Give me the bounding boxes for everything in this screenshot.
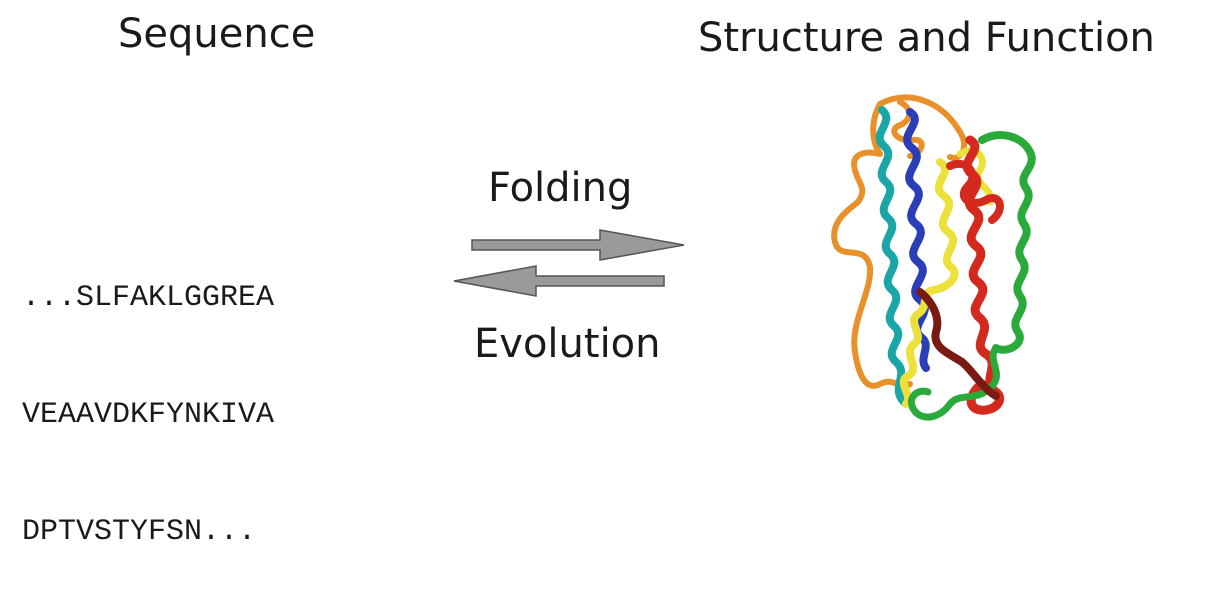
- sequence-text-block: ...SLFAKLGGREA VEAAVDKFYNKIVA DPTVSTYFSN…: [22, 201, 274, 591]
- folding-label: Folding: [488, 165, 633, 211]
- folding-evolution-arrows: [453, 229, 685, 297]
- forward-arrow-icon: [471, 229, 685, 261]
- protein-red-upper: [946, 160, 1004, 224]
- sequence-line-3: DPTVSTYFSN...: [22, 515, 257, 549]
- protein-green-helix: [978, 131, 1036, 354]
- protein-structure-image: [831, 94, 1036, 421]
- sequence-line-2: VEAAVDKFYNKIVA: [22, 398, 275, 432]
- protein-green-loop: [907, 344, 1000, 421]
- protein-darkred-segment: [916, 288, 1000, 400]
- protein-red-helix: [962, 135, 1005, 415]
- sequence-line-1: ...SLFAKLGGREA: [22, 281, 275, 315]
- structure-function-heading: Structure and Function: [698, 15, 1155, 61]
- evolution-label: Evolution: [474, 321, 661, 367]
- reverse-arrow-icon: [453, 265, 665, 297]
- protein-teal-helix: [875, 106, 908, 406]
- protein-yellow-helix: [899, 158, 959, 408]
- sequence-heading: Sequence: [118, 11, 316, 57]
